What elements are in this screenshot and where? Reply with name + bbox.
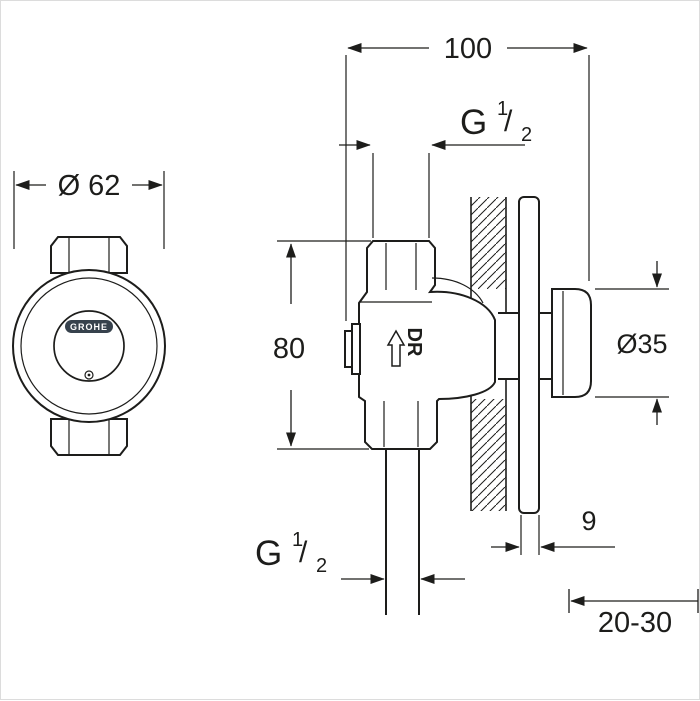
flange-inner-ring <box>20 277 158 415</box>
grohe-logo-text: GROHE <box>70 322 108 332</box>
dimension-100: 100 <box>345 33 590 321</box>
thread-label-denominator: 2 <box>316 555 327 577</box>
dim-plate-thickness-label: 9 <box>581 506 596 536</box>
thread-label-slash: / <box>299 536 308 569</box>
dim-100-label: 100 <box>444 33 492 65</box>
thread-label-slash: / <box>504 105 513 138</box>
thread-label-denominator: 2 <box>521 124 532 146</box>
dim-diameter-62-label: Ø 62 <box>58 170 121 202</box>
nut-outline <box>50 236 128 274</box>
bottom-hex-nut <box>50 418 128 456</box>
body-dome-detail <box>431 277 484 304</box>
dimension-plate-thickness: 9 <box>491 506 615 555</box>
dim-knob-diameter-label: Ø35 <box>616 329 667 359</box>
knob-outline <box>551 288 592 398</box>
valve-body: DR <box>344 240 496 615</box>
push-knob <box>551 288 592 398</box>
dimension-knob-diameter: Ø35 <box>595 261 669 425</box>
index-dot-ring <box>84 370 94 380</box>
body-marking-dr: DR <box>403 328 425 357</box>
thread-label-numerator: 1 <box>497 98 508 120</box>
thread-label-numerator: 1 <box>292 529 303 551</box>
front-view: GROHE Ø 62 <box>12 170 166 456</box>
dimension-thread-top: G 1 / 2 <box>339 98 532 238</box>
wall-hatch-bottom <box>471 399 506 511</box>
thread-label-letter: G <box>255 534 282 573</box>
grohe-logo-badge <box>65 320 113 333</box>
dimension-thread-bottom: G 1 / 2 <box>255 529 465 585</box>
dim-80-label: 80 <box>273 333 305 365</box>
index-dot <box>87 373 91 377</box>
thread-label-letter: G <box>460 103 487 142</box>
inlet-stub <box>344 330 353 368</box>
dimension-wall-depth: 20-30 <box>568 589 699 639</box>
dim-wall-depth-label: 20-30 <box>598 607 672 639</box>
nut-outline <box>50 418 128 456</box>
dimension-diameter-62: Ø 62 <box>13 170 165 249</box>
side-view: DR 100 G 1 / 2 <box>255 33 699 639</box>
inlet-flange-ring <box>351 323 361 375</box>
flow-direction-arrow-icon <box>386 329 406 367</box>
escutcheon-plate <box>518 196 540 514</box>
wall-hatch-top <box>471 197 506 289</box>
valve-body-outline <box>358 240 496 450</box>
dimension-80: 80 <box>273 240 371 450</box>
top-hex-nut <box>50 236 128 274</box>
